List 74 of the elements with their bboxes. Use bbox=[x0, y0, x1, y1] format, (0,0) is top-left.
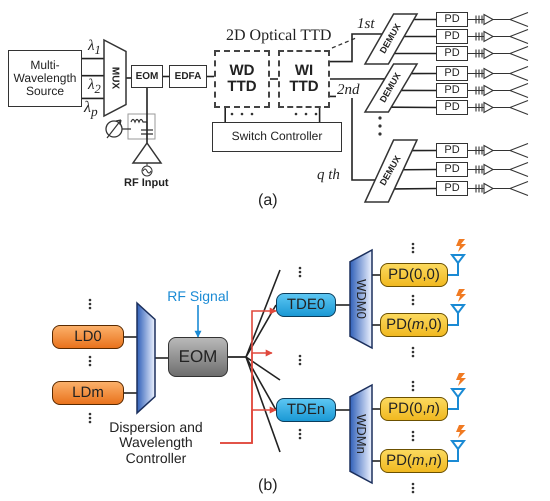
photodetector-box: PD(m,0) bbox=[380, 313, 448, 337]
panel-label: (a) bbox=[258, 193, 278, 209]
delay-element-box: TDE0 bbox=[276, 293, 336, 317]
photodetector-box: PD bbox=[436, 66, 468, 81]
input-label: RF Input bbox=[124, 178, 169, 189]
controller-label: Dispersion and Wavelength Controller bbox=[92, 418, 220, 468]
photodetector-box: PD bbox=[436, 83, 468, 98]
wdm-trapezoid: WDMn bbox=[350, 385, 372, 483]
amplifier-box: EDFA bbox=[169, 65, 207, 88]
connector-line bbox=[394, 52, 436, 54]
edge-label: 2nd bbox=[336, 83, 360, 98]
arrow bbox=[194, 305, 202, 338]
amplifier-triangle bbox=[133, 143, 161, 163]
delay-element-box: TDEn bbox=[276, 398, 336, 422]
delay-module-box: WD TTD bbox=[214, 50, 270, 108]
connector-line bbox=[270, 78, 278, 80]
connector-line bbox=[146, 88, 148, 143]
connector-line bbox=[404, 36, 436, 38]
connector-line bbox=[391, 106, 436, 108]
wdm-trapezoid: WDM0 bbox=[350, 250, 372, 348]
connector-line bbox=[330, 96, 376, 181]
edge-label: q th bbox=[316, 168, 341, 183]
connector-line bbox=[318, 108, 320, 122]
photodetector-box: PD bbox=[436, 29, 468, 44]
connector-line bbox=[414, 18, 436, 20]
connector-line bbox=[411, 72, 436, 74]
connector-line bbox=[336, 304, 350, 306]
delay-module-box: WI TTD bbox=[278, 50, 330, 108]
modulator-box: EOM bbox=[131, 65, 163, 88]
photodetector-box: PD(0,0) bbox=[380, 263, 448, 287]
connector-line bbox=[207, 76, 214, 78]
group-title: 2D Optical TTD bbox=[226, 28, 332, 44]
source-box: Multi-Wavelength Source bbox=[8, 50, 82, 107]
controller-box: Switch Controller bbox=[212, 122, 342, 152]
modulator-box: EOM bbox=[168, 337, 228, 377]
connector-line bbox=[224, 108, 226, 122]
connector-line bbox=[124, 336, 137, 338]
laser-box: LD0 bbox=[52, 325, 124, 349]
panel-label: (b) bbox=[258, 478, 278, 494]
connector-line bbox=[372, 408, 380, 410]
arrow bbox=[220, 406, 277, 444]
multiplexer-trapezoid: MUX bbox=[104, 40, 126, 116]
connector-line bbox=[82, 74, 104, 76]
connector-line bbox=[155, 357, 168, 359]
connector-line bbox=[82, 58, 104, 60]
signal-label: RF Signal bbox=[158, 288, 238, 305]
photodetector-box: PD bbox=[436, 162, 468, 177]
connector-line bbox=[394, 188, 436, 190]
connector-line bbox=[372, 274, 380, 276]
connector-line bbox=[124, 392, 137, 394]
connector-line bbox=[82, 98, 104, 100]
wavelength-label: λ$_{2}$ bbox=[88, 78, 101, 96]
wavelength-label: λ$_{1}$ bbox=[88, 39, 101, 56]
connector-line bbox=[336, 409, 350, 411]
photodetector-box: PD bbox=[436, 100, 468, 115]
photodetector-box: PD bbox=[436, 181, 468, 196]
connector-line bbox=[163, 76, 169, 78]
connector-line bbox=[126, 77, 131, 79]
laser-box: LDm bbox=[52, 381, 124, 405]
connector-line bbox=[228, 356, 277, 410]
multiplexer-trapezoid bbox=[137, 303, 155, 413]
photodetector-box: PD bbox=[436, 46, 468, 61]
connector-line bbox=[372, 460, 380, 462]
connector-line bbox=[330, 33, 382, 62]
connector-line bbox=[412, 150, 436, 152]
connector-line bbox=[372, 324, 380, 326]
photodetector-box: PD(m,n) bbox=[380, 449, 448, 473]
wavelength-label: λ$_{p}$ bbox=[84, 100, 98, 119]
connector-line bbox=[330, 78, 385, 80]
connector-line bbox=[403, 168, 436, 171]
photodetector-box: PD(0,n) bbox=[380, 397, 448, 421]
connector-line bbox=[401, 90, 436, 92]
photodetector-box: PD bbox=[436, 143, 468, 158]
photodetector-box: PD bbox=[436, 12, 468, 27]
